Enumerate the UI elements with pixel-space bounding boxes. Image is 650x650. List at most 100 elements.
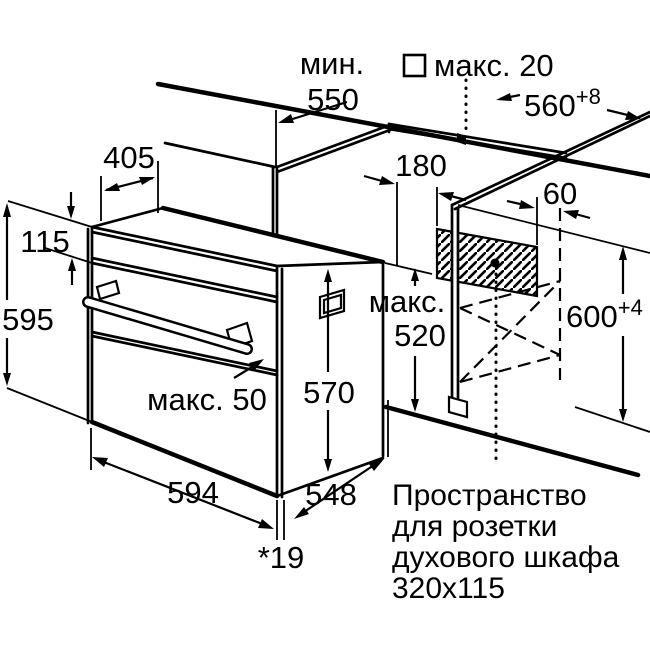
oven-top-back-edge bbox=[160, 205, 386, 265]
dim-line bbox=[297, 460, 381, 517]
control-panel-bottom bbox=[90, 261, 279, 304]
dim-label-570: 570 bbox=[303, 375, 355, 410]
dim-label-548: 548 bbox=[305, 477, 357, 512]
dimension-min-550: мин. 550 bbox=[275, 46, 364, 167]
dimension-594: 594 bbox=[90, 428, 274, 529]
extension-line bbox=[44, 247, 93, 264]
dimension-595: 595 bbox=[2, 203, 93, 423]
niche-floor-diagonal bbox=[459, 280, 561, 383]
socket-space-hatched-area bbox=[435, 227, 539, 298]
dim-tolerance: +4 bbox=[618, 295, 643, 320]
dim-value: 560 bbox=[524, 88, 576, 123]
dim-label-600: 600+4 bbox=[566, 295, 643, 334]
dimension-max-50: макс. 50 bbox=[147, 359, 267, 417]
arrowhead bbox=[625, 111, 641, 120]
arrowhead bbox=[324, 269, 332, 282]
arrowhead bbox=[619, 409, 627, 422]
dimension-180: 180 bbox=[363, 148, 467, 266]
dim-label-560: 560+8 bbox=[524, 84, 601, 123]
socket-note-line4: 320x115 bbox=[392, 572, 505, 605]
dimension-548: 548 bbox=[294, 400, 389, 519]
socket-note-line3: духового шкафа bbox=[392, 541, 620, 574]
arrowhead bbox=[411, 399, 419, 412]
socket-note-line2: для розетки bbox=[392, 510, 557, 543]
oven-drawing bbox=[82, 205, 433, 499]
dim-value: 600 bbox=[566, 299, 618, 334]
dim-label-min: мин. bbox=[300, 46, 364, 81]
cabinet-top-edge bbox=[453, 114, 650, 211]
worktop-front-edge bbox=[275, 128, 392, 174]
arrowhead bbox=[67, 206, 75, 219]
door-top-line bbox=[90, 334, 279, 377]
dimension-570: 570 bbox=[303, 269, 355, 472]
worktop-joint-tick bbox=[457, 133, 466, 145]
tall-cabinet-drawing bbox=[383, 110, 650, 478]
oven-top-left-edge bbox=[90, 206, 165, 229]
floor-edge bbox=[383, 404, 641, 478]
niche-floor-front-dashed bbox=[459, 353, 561, 384]
oven-side-bottom-edge bbox=[275, 456, 385, 498]
oven-side-top-edge bbox=[275, 260, 385, 268]
dim-label-594: 594 bbox=[167, 475, 219, 510]
dim-line bbox=[95, 457, 271, 529]
dimension-max-520: макс. 520 bbox=[369, 268, 446, 412]
niche-dashed-lines bbox=[459, 208, 562, 384]
control-panel-bottom bbox=[90, 256, 279, 299]
arrowhead bbox=[249, 359, 264, 371]
wall-and-worktop-lines bbox=[155, 81, 650, 238]
handle-bar bbox=[84, 298, 251, 353]
extension-line bbox=[7, 200, 93, 228]
dim-label-115: 115 bbox=[20, 224, 69, 259]
arrowhead bbox=[379, 176, 395, 185]
oven-front-top-edge bbox=[90, 230, 279, 273]
dim-label-405: 405 bbox=[103, 140, 155, 175]
dimension-115: 115 bbox=[7, 192, 93, 285]
extension-line bbox=[6, 387, 93, 423]
left-cabinet-top-edge bbox=[163, 141, 277, 169]
arrowhead bbox=[139, 177, 155, 185]
dimension-560: 560+8 bbox=[496, 84, 641, 123]
arrowhead bbox=[563, 210, 579, 219]
arrowhead bbox=[519, 200, 535, 209]
oven-bottom-edge bbox=[89, 419, 280, 499]
dim-label-19: *19 bbox=[258, 540, 305, 575]
dim-label-520: 520 bbox=[394, 318, 446, 353]
worktop-band-edge bbox=[387, 122, 568, 155]
arrowhead bbox=[3, 373, 11, 386]
arrowhead bbox=[496, 93, 512, 101]
dimension-19: *19 bbox=[258, 500, 305, 575]
niche-floor-back-dashed bbox=[459, 279, 561, 310]
arrowhead bbox=[278, 114, 294, 123]
socket-cutout-hatch bbox=[435, 227, 539, 298]
worktop-band-edge bbox=[387, 127, 568, 160]
arrowhead bbox=[411, 268, 419, 281]
dim-label-595: 595 bbox=[2, 302, 54, 337]
arrowhead bbox=[258, 519, 274, 529]
dim-label-550: 550 bbox=[307, 82, 359, 117]
worktop-front-edge bbox=[275, 123, 392, 169]
dimension-max-20: макс. 20 bbox=[402, 48, 554, 135]
wall-top-edge bbox=[155, 81, 650, 179]
cabinet-back-top-edge bbox=[457, 204, 650, 254]
cabinet-top-edge bbox=[450, 110, 650, 207]
cabinet-foot bbox=[447, 395, 469, 419]
socket-note: Пространство для розетки духового шкафа … bbox=[392, 479, 620, 605]
arrowhead bbox=[369, 459, 384, 471]
arrowhead bbox=[104, 183, 120, 191]
dim-label-max-50: макс. 50 bbox=[147, 382, 267, 417]
leader-line bbox=[282, 100, 348, 124]
dim-label-60: 60 bbox=[543, 176, 577, 211]
arrowhead bbox=[438, 192, 454, 201]
dim-label-max-20: макс. 20 bbox=[434, 48, 554, 83]
dim-label-maks: макс. bbox=[369, 284, 446, 319]
arrowhead bbox=[68, 258, 76, 271]
dim-tolerance: +8 bbox=[576, 84, 601, 109]
arrowhead bbox=[3, 203, 11, 217]
niche-shelf-stub bbox=[384, 262, 433, 275]
door-top-line bbox=[90, 330, 279, 373]
worktop-square-icon bbox=[402, 53, 427, 78]
handle-bracket bbox=[95, 279, 121, 301]
oven-handle bbox=[82, 279, 254, 355]
